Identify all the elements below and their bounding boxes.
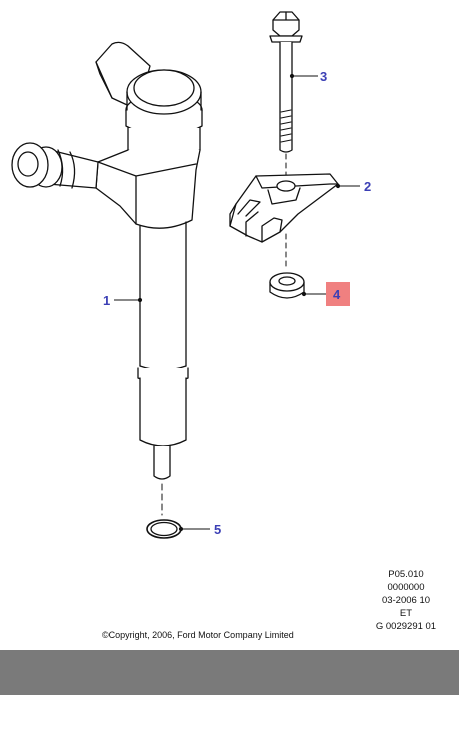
o-ring-part (146, 519, 182, 539)
callout-2: 2 (364, 179, 371, 194)
callout-1: 1 (103, 293, 110, 308)
washer-part (269, 272, 305, 299)
callout-4: 4 (333, 287, 341, 302)
callout-4-highlight (326, 282, 350, 306)
copyright-text: ©Copyright, 2006, Ford Motor Company Lim… (102, 630, 294, 640)
reference-line-2: 0000000 (387, 582, 425, 593)
injector-part (11, 41, 203, 480)
callout-3: 3 (320, 69, 327, 84)
bolt-part (269, 11, 303, 153)
reference-line-5: G 0029291 01 (375, 621, 437, 632)
callout-5: 5 (214, 522, 221, 537)
footer-part-number: FORD - 1447252 N - 4 (128, 707, 341, 728)
footer-bar: FORD - 1447252 N - 4 (0, 650, 459, 728)
reference-line-1: P05.010 (388, 569, 424, 580)
reference-line-4: ET (399, 608, 413, 619)
drawing-reference-block: P05.010 0000000 03-2006 10 ET G 0029291 … (361, 568, 451, 633)
reference-line-3: 03-2006 10 (381, 595, 431, 606)
clamp-part (229, 173, 339, 243)
exploded-parts-diagram: 1 2 3 4 5 (11, 11, 371, 539)
